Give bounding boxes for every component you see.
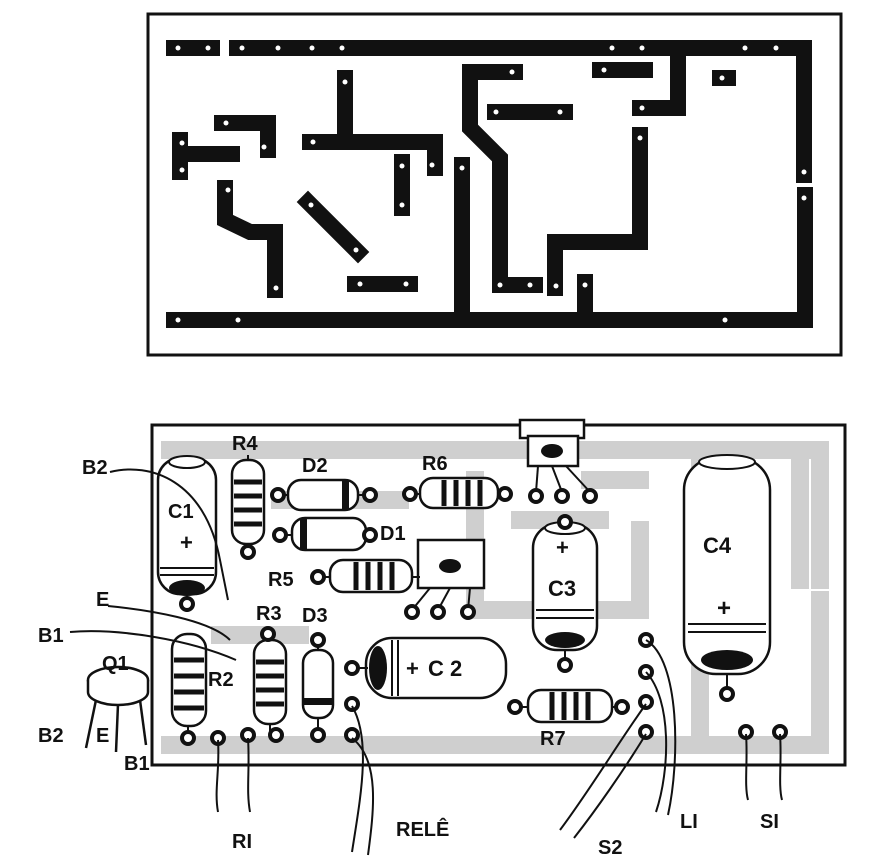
capacitor-c2 [352, 636, 508, 700]
label-r2: R2 [208, 669, 234, 691]
label-c1: C1 [168, 501, 194, 523]
label-d3: D3 [302, 605, 328, 627]
diode-d2 [278, 478, 370, 512]
label-e-pin: E [96, 725, 109, 747]
plus-c1: + [180, 530, 193, 555]
label-d2: D2 [302, 455, 328, 477]
label-r6: R6 [422, 453, 448, 475]
label-r5: R5 [268, 569, 294, 591]
label-s2: S2 [598, 837, 622, 859]
label-s1: SI [760, 811, 779, 833]
label-b2-pin: B2 [38, 725, 64, 747]
resistor-r7 [515, 688, 622, 724]
capacitor-c1 [156, 455, 218, 612]
label-b1-lead: B1 [38, 625, 64, 647]
capacitor-c4 [682, 454, 772, 692]
pcb-drill-holes [175, 45, 807, 323]
resistor-r2 [170, 632, 208, 738]
label-e-lead: E [96, 589, 109, 611]
label-q1: Q1 [102, 653, 129, 675]
label-r1: RI [232, 831, 252, 853]
plus-c2: + [406, 656, 419, 681]
label-l1: LI [680, 811, 698, 833]
plus-c3: + [556, 535, 569, 560]
diode-d3 [301, 640, 335, 735]
middle-transistor [411, 538, 486, 611]
label-c2: C 2 [428, 656, 462, 681]
resistor-r3 [252, 630, 288, 735]
resistor-r5 [318, 558, 420, 594]
transistor-q1 [84, 665, 150, 753]
label-b1-pin: B1 [124, 753, 150, 775]
regulator-transistor [518, 418, 591, 493]
label-rele: RELÊ [396, 817, 449, 841]
component-layout [69, 418, 847, 856]
component-labels: R4 D2 R6 B2 C1 + D1 C4 + R5 + C3 E R3 D3… [38, 433, 779, 859]
external-wires [69, 468, 783, 856]
resistor-r4 [230, 455, 266, 552]
resistor-r6 [410, 476, 505, 510]
plus-c4: + [717, 595, 731, 622]
label-c4: C4 [703, 533, 732, 558]
label-b2-top: B2 [82, 457, 108, 479]
label-c3: C3 [548, 576, 576, 601]
label-r3: R3 [256, 603, 282, 625]
label-d1: D1 [380, 523, 406, 545]
label-r4: R4 [232, 433, 258, 455]
label-r7: R7 [540, 728, 566, 750]
pcb-copper-layout [146, 12, 843, 357]
diode-d1 [280, 516, 370, 552]
